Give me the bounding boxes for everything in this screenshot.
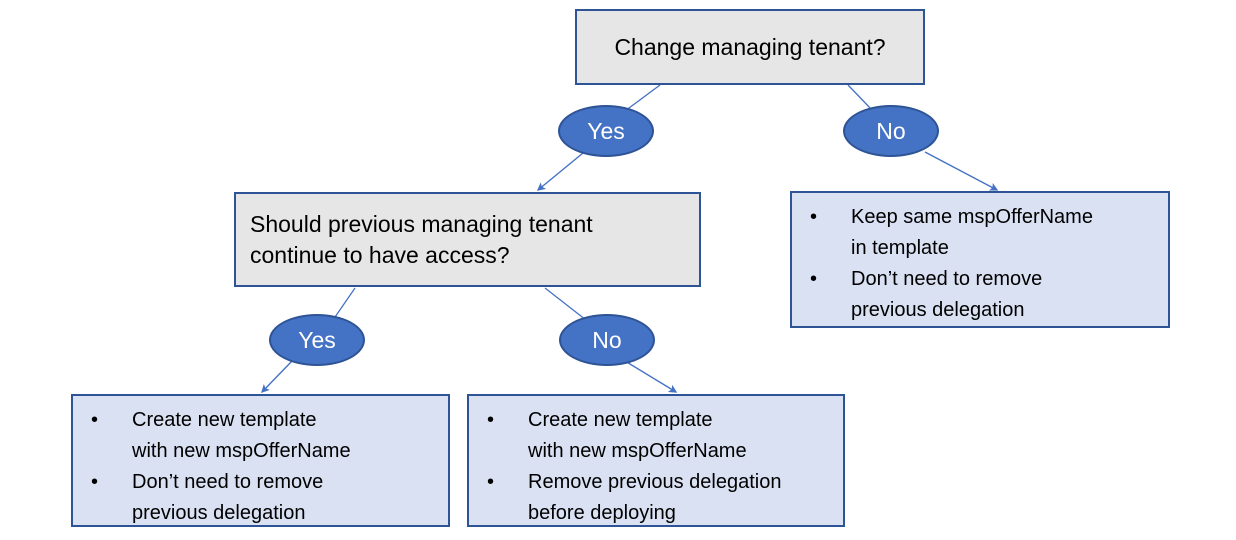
bullet-icon: •: [91, 409, 99, 431]
list-item-line: Don’t need to remove: [851, 268, 1043, 290]
list-item-line: Don’t need to remove: [132, 471, 324, 493]
list-item: • Keep same mspOfferName in template: [810, 202, 1160, 264]
branch-label-root-no-text: No: [876, 117, 906, 144]
list-item: • Create new template with new mspOfferN…: [487, 405, 835, 467]
list-item-line: with new mspOfferName: [132, 440, 351, 462]
branch-label-second-yes[interactable]: Yes: [269, 314, 365, 366]
list-item-line: previous delegation: [132, 502, 306, 524]
branch-label-second-no-text: No: [592, 326, 622, 353]
list-item: • Don’t need to remove previous delegati…: [91, 467, 440, 529]
list-item: • Don’t need to remove previous delegati…: [810, 264, 1160, 326]
branch-label-root-yes[interactable]: Yes: [558, 105, 654, 157]
decision-change-managing-tenant-label: Change managing tenant?: [614, 33, 886, 60]
connector-root-to-no: [847, 84, 873, 111]
branch-label-root-no[interactable]: No: [843, 105, 939, 157]
bullet-icon: •: [487, 471, 495, 493]
result-new-template-keep-access[interactable]: • Create new template with new mspOfferN…: [71, 394, 450, 527]
list-item-line: Create new template: [132, 409, 317, 431]
result-keep-same-list: • Keep same mspOfferName in template • D…: [792, 193, 1168, 326]
decision-previous-tenant-access-label: Should previous managing tenant continue…: [250, 210, 593, 268]
connector-no-to-keep-same: [924, 151, 999, 191]
list-item-line: Keep same mspOfferName: [851, 206, 1093, 228]
list-item-line: Create new template: [528, 409, 713, 431]
bullet-icon: •: [91, 471, 99, 493]
decision-change-managing-tenant[interactable]: Change managing tenant?: [575, 9, 925, 85]
connector-yes-to-second-decision: [536, 152, 584, 191]
connector-root-to-yes: [624, 84, 661, 112]
connector-no-to-new-template-remove: [624, 360, 678, 393]
branch-label-second-no[interactable]: No: [559, 314, 655, 366]
connector-yes-to-new-template-keep: [261, 360, 293, 394]
branch-label-second-yes-text: Yes: [298, 326, 336, 353]
list-item-line: with new mspOfferName: [528, 440, 747, 462]
list-item-line: previous delegation: [851, 299, 1025, 321]
result-new-template-keep-list: • Create new template with new mspOfferN…: [73, 396, 448, 529]
connector-second-to-no: [544, 287, 587, 321]
connector-second-to-yes: [332, 287, 356, 321]
bullet-icon: •: [810, 206, 818, 228]
list-item: • Remove previous delegation before depl…: [487, 467, 835, 529]
bullet-icon: •: [810, 268, 818, 290]
list-item: • Create new template with new mspOfferN…: [91, 405, 440, 467]
list-item-line: before deploying: [528, 502, 676, 524]
bullet-icon: •: [487, 409, 495, 431]
result-keep-same-mspoffername[interactable]: • Keep same mspOfferName in template • D…: [790, 191, 1170, 328]
list-item-line: in template: [851, 237, 949, 259]
branch-label-root-yes-text: Yes: [587, 117, 625, 144]
decision-previous-tenant-access[interactable]: Should previous managing tenant continue…: [234, 192, 701, 287]
result-new-template-remove-access[interactable]: • Create new template with new mspOfferN…: [467, 394, 845, 527]
result-new-template-remove-list: • Create new template with new mspOfferN…: [469, 396, 843, 529]
list-item-line: Remove previous delegation: [528, 471, 782, 493]
